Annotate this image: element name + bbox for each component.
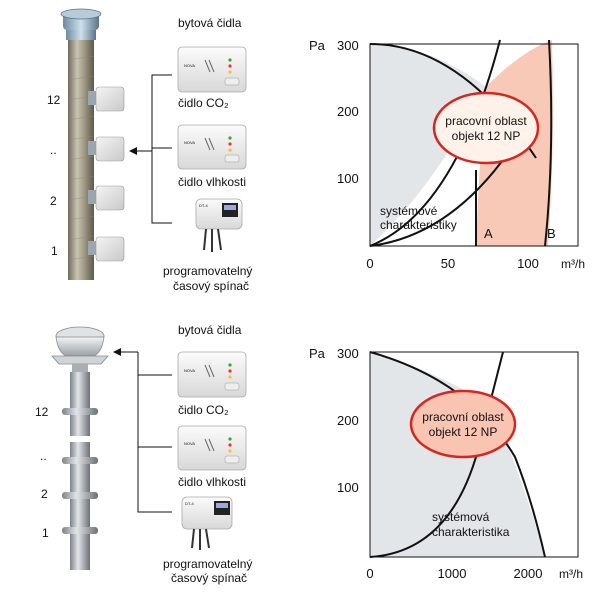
humidity-sensor-device: NOVA — [177, 124, 247, 170]
working-area-ellipse — [432, 91, 540, 165]
co2-sensor-device: NOVA — [177, 46, 247, 93]
system-characteristic-label-line1: systémová — [432, 510, 490, 524]
sensor-bracket-line — [137, 374, 172, 513]
timer-model: DT-4 — [185, 501, 194, 506]
system-characteristic-label-line2: charakteristika — [432, 525, 510, 539]
timer-label-line1: programovatelný — [163, 264, 252, 278]
timer-switch-device: DT-4 — [181, 496, 233, 550]
x-tick-label: 0 — [366, 566, 373, 581]
sensors-title: bytová čidla — [178, 323, 242, 337]
floor-valve-mid — [88, 136, 125, 162]
floor-label: 2 — [50, 194, 57, 208]
chart-frame — [369, 43, 579, 247]
system-curves-label-line2: charakteristiky — [380, 218, 457, 232]
co2-sensor-label: čidlo CO₂ — [178, 96, 229, 110]
y-tick-label: 100 — [337, 480, 359, 495]
y-tick-label: 300 — [337, 38, 359, 53]
x-tick-label: 2000 — [514, 566, 543, 581]
working-area-label-line2: objekt 12 NP — [429, 425, 498, 439]
device-brand: NOVA — [184, 140, 195, 145]
bottom-system-illustration: 12 .. 2 1 bytová čidla NOVA čidlo CO₂ NO… — [35, 323, 252, 585]
y-tick-label: 300 — [337, 346, 359, 361]
chart-frame — [369, 351, 579, 558]
system-curves-region — [370, 44, 486, 246]
ventilation-pipe — [70, 372, 90, 570]
device-brand: NOVA — [184, 368, 195, 373]
floor-valve-1 — [88, 236, 125, 262]
working-area-label-line1: pracovní oblast — [445, 114, 527, 128]
system-curves-label-line1: systémové — [380, 204, 438, 218]
roof-cap-icon — [60, 8, 102, 40]
x-tick-label: 0 — [366, 256, 373, 271]
y-axis-unit: Pa — [309, 346, 326, 361]
pipe-branch-mid — [62, 457, 98, 464]
y-tick-label: 200 — [337, 413, 359, 428]
pipe-gap — [66, 436, 94, 442]
curve-label-a: A — [484, 226, 493, 241]
timer-label-line2: časový spínač — [173, 279, 249, 293]
pipe-branch-2 — [62, 492, 98, 499]
device-brand: NOVA — [184, 63, 195, 68]
device-brand: NOVA — [184, 441, 195, 446]
bottom-chart: pracovní oblast objekt 12 NP systémová c… — [309, 346, 583, 581]
floor-label: 2 — [41, 487, 48, 501]
roof-fan-icon — [51, 326, 109, 372]
floor-label: 12 — [35, 405, 49, 419]
floor-label: .. — [40, 449, 47, 463]
top-chart: pracovní oblast objekt 12 NP systémové c… — [309, 38, 585, 271]
floor-valve-2 — [88, 185, 125, 211]
floor-label: 1 — [51, 244, 58, 258]
timer-model: DT-4 — [199, 203, 208, 208]
pipe-branch-12 — [62, 408, 98, 415]
humidity-sensor-device: NOVA — [177, 425, 247, 471]
working-area-label-line2: objekt 12 NP — [452, 129, 521, 143]
floor-label: 12 — [47, 93, 61, 107]
sensors-title: bytová čidla — [178, 16, 242, 30]
x-tick-label: 100 — [517, 256, 539, 271]
system-curve-a — [369, 39, 501, 247]
y-tick-label: 100 — [337, 171, 359, 186]
pipe-branch-1 — [62, 527, 98, 534]
ventilation-duct — [68, 40, 94, 280]
curve-label-b: B — [547, 226, 556, 241]
floor-valve-12 — [88, 86, 125, 112]
working-area-label-line1: pracovní oblast — [422, 410, 504, 424]
timer-label-line2: časový spínač — [171, 571, 247, 585]
fan-curve — [369, 351, 546, 558]
x-axis-unit: m³/h — [559, 567, 583, 581]
x-axis-unit: m³/h — [561, 257, 585, 271]
top-system-illustration: 12 .. 2 1 bytová čidla NOVA čidlo CO₂ NO… — [47, 8, 252, 293]
x-tick-label: 50 — [441, 256, 455, 271]
floor-label: .. — [50, 143, 57, 157]
x-tick-label: 1000 — [438, 566, 467, 581]
humidity-sensor-label: čidlo vlhkosti — [178, 475, 246, 489]
co2-sensor-label: čidlo CO₂ — [178, 403, 229, 417]
floor-label: 1 — [42, 526, 49, 540]
working-area-ellipse — [409, 389, 517, 459]
timer-label-line1: programovatelný — [163, 557, 252, 571]
humidity-sensor-label: čidlo vlhkosti — [178, 175, 246, 189]
y-tick-label: 200 — [337, 104, 359, 119]
y-axis-unit: Pa — [309, 38, 326, 53]
working-limit-b — [544, 39, 553, 247]
co2-sensor-device: NOVA — [177, 351, 247, 398]
sensor-bracket-line — [151, 74, 172, 224]
timer-switch-device: DT-4 — [195, 198, 243, 252]
